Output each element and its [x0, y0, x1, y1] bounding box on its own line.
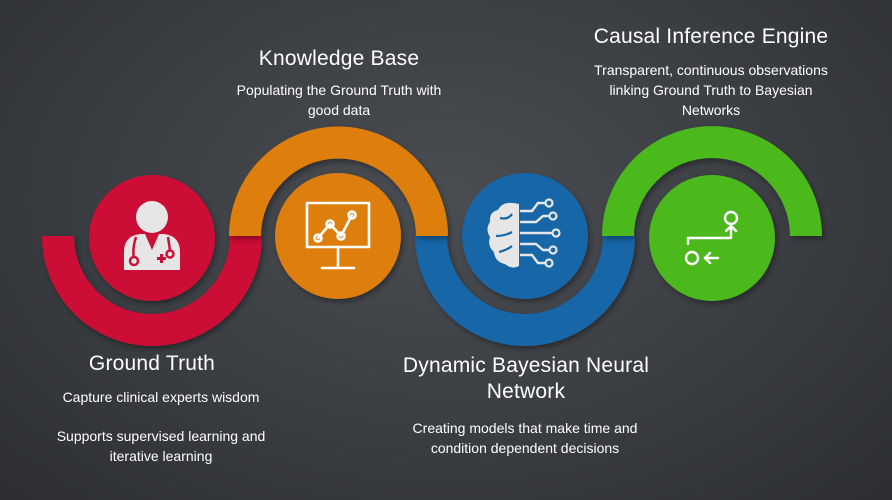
ground-truth-description-1: Capture clinical experts wisdom — [62, 389, 260, 405]
knowledge-base-title: Knowledge Base — [258, 47, 420, 70]
causal-inference-description: Transparent, continuous observations lin… — [594, 62, 828, 118]
workflow-arrows-icon — [684, 210, 739, 266]
ground-truth-arc — [42, 236, 262, 346]
dbnn-description: Creating models that make time and condi… — [412, 420, 638, 456]
causal-inference-title: Causal Inference Engine — [593, 25, 829, 48]
ground-truth-title: Ground Truth — [88, 352, 216, 375]
causal-inference-arc — [602, 126, 822, 236]
dbnn-title: Dynamic Bayesian Neural Network — [402, 354, 650, 403]
ground-truth-description-2: Supports supervised learning and iterati… — [56, 428, 266, 464]
dbnn-circle — [462, 173, 588, 299]
knowledge-base-description: Populating the Ground Truth with good da… — [236, 82, 442, 118]
knowledge-base-arc — [229, 126, 448, 236]
dbnn-arc — [415, 236, 635, 346]
doctor-icon — [124, 201, 180, 270]
chart-monitor-icon — [305, 201, 371, 270]
brain-circuit-icon — [487, 198, 561, 268]
